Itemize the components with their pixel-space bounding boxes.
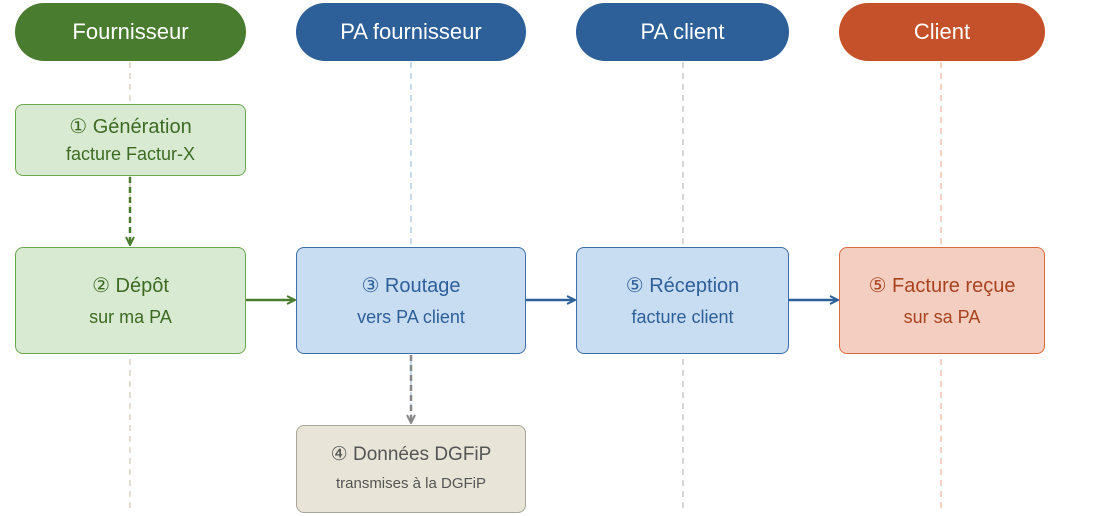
step-facture-recue: ⑤ Facture reçue sur sa PA xyxy=(839,247,1045,354)
step-reception: ⑤ Réception facture client xyxy=(576,247,789,354)
step-title: ② Dépôt xyxy=(92,274,169,297)
lane-label: PA client xyxy=(640,19,725,44)
step-subtitle: facture client xyxy=(631,306,734,327)
lane-header-pa-client: PA client xyxy=(576,3,789,61)
step-subtitle: sur ma PA xyxy=(89,306,172,327)
lane-label: Fournisseur xyxy=(72,19,189,44)
step-title: ⑤ Réception xyxy=(625,274,740,297)
step-title: ⑤ Facture reçue xyxy=(868,274,1016,297)
step-subtitle: vers PA client xyxy=(357,306,465,327)
lane-header-client: Client xyxy=(839,3,1045,61)
step-depot: ② Dépôt sur ma PA xyxy=(15,247,246,354)
lane-header-pa-fournisseur: PA fournisseur xyxy=(296,3,526,61)
step-generation: ① Génération facture Factur-X xyxy=(15,104,246,176)
step-title: ① Génération xyxy=(69,116,192,138)
step-subtitle: transmises à la DGFiP xyxy=(335,475,487,492)
lane-label: PA fournisseur xyxy=(340,19,482,44)
step-routage: ③ Routage vers PA client xyxy=(296,247,526,354)
step-subtitle: facture Factur-X xyxy=(65,144,196,164)
step-title: ④ Données DGFiP xyxy=(330,444,492,465)
step-title: ③ Routage xyxy=(361,274,461,297)
lane-header-fournisseur: Fournisseur xyxy=(15,3,246,61)
step-dgfip: ④ Données DGFiP transmises à la DGFiP xyxy=(296,425,526,513)
lane-label: Client xyxy=(913,19,971,44)
step-subtitle: sur sa PA xyxy=(903,306,981,327)
